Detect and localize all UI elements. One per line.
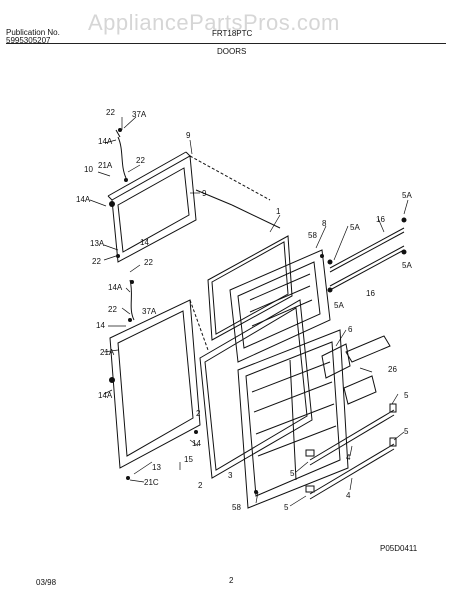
callout-12: 10 bbox=[84, 165, 93, 174]
callout-13A: 13A bbox=[90, 239, 105, 248]
model-number: FRT18PTC bbox=[212, 29, 253, 38]
freezer-door-liner bbox=[229, 249, 331, 363]
callout-37A-b: 37A bbox=[142, 307, 157, 316]
diagram-code: P05D0411 bbox=[380, 544, 418, 553]
callout-37A: 37A bbox=[132, 110, 147, 119]
callout-14-c: 14 bbox=[192, 439, 201, 448]
callout-21C-b: 22 bbox=[136, 156, 145, 165]
callout-5: 5 bbox=[404, 391, 409, 400]
callout-10: 9 bbox=[186, 131, 191, 140]
callout-15: 15 bbox=[184, 455, 193, 464]
callout-58-b: 58 bbox=[232, 503, 241, 512]
callout-labels: 22 37A 14A 9 22 10 21A 9 14A 1 8 58 5A 1… bbox=[76, 108, 412, 512]
callout-21C: 22 bbox=[106, 108, 115, 117]
butter-bin bbox=[343, 375, 377, 405]
callout-16-b: 14A bbox=[108, 283, 123, 292]
fresh-food-door-frame bbox=[109, 299, 201, 469]
freezer-gasket bbox=[207, 235, 293, 341]
footer-date: 03/98 bbox=[36, 578, 57, 587]
watermark: AppliancePartsPros.com bbox=[88, 10, 340, 35]
callout-14: 14 bbox=[140, 238, 149, 247]
fresh-food-gasket bbox=[199, 299, 313, 479]
header-divider bbox=[6, 43, 446, 44]
callout-13: 13 bbox=[152, 463, 161, 472]
fresh-food-door-liner bbox=[237, 329, 349, 509]
section-title: DOORS bbox=[217, 47, 247, 56]
callout-8: 16 bbox=[376, 215, 385, 224]
footer-page-number: 2 bbox=[229, 576, 234, 585]
callout-58: 58 bbox=[308, 231, 317, 240]
callout-5-b: 5 bbox=[404, 427, 409, 436]
callout-5A: 5A bbox=[350, 223, 360, 232]
callout-2-b: 2 bbox=[196, 409, 201, 418]
callout-1: 1 bbox=[276, 207, 281, 216]
callout-14-b: 14 bbox=[96, 321, 105, 330]
callout-5A-c: 5A bbox=[402, 261, 412, 270]
callout-2: 2 bbox=[198, 481, 203, 490]
callout-3: 3 bbox=[228, 471, 233, 480]
upper-hinge-wire bbox=[117, 136, 127, 179]
callout-5A-d: 5A bbox=[334, 301, 344, 310]
callout-22: 21A bbox=[98, 161, 113, 170]
callout-22-b: 21A bbox=[100, 348, 115, 357]
callout-8-b: 16 bbox=[366, 289, 375, 298]
callout-7: 6 bbox=[348, 325, 353, 334]
callout-21C-d: 22 bbox=[144, 258, 153, 267]
callout-21C-c: 22 bbox=[92, 257, 101, 266]
callout-14A-b: 14A bbox=[98, 391, 113, 400]
door-bin bbox=[321, 343, 351, 379]
callout-11: 9 bbox=[202, 189, 207, 198]
publication-label: Publication No. bbox=[6, 28, 60, 37]
callout-4: 4 bbox=[346, 453, 351, 462]
publication-number: 5995305207 bbox=[6, 36, 51, 45]
callout-14A: 14A bbox=[76, 195, 91, 204]
callout-21C-e: 22 bbox=[108, 305, 117, 314]
callout-4-b: 4 bbox=[346, 491, 351, 500]
egg-tray bbox=[345, 335, 391, 363]
callout-26: 26 bbox=[388, 365, 397, 374]
callout-9: 8 bbox=[322, 219, 327, 228]
callout-16: 14A bbox=[98, 137, 113, 146]
callout-21A: 21C bbox=[144, 478, 159, 487]
callout-5A-b: 5A bbox=[402, 191, 412, 200]
callout-5-c: 5 bbox=[290, 469, 295, 478]
freezer-door-frame bbox=[107, 151, 197, 263]
lower-hinge-wire bbox=[129, 279, 135, 321]
callout-5-d: 5 bbox=[284, 503, 289, 512]
